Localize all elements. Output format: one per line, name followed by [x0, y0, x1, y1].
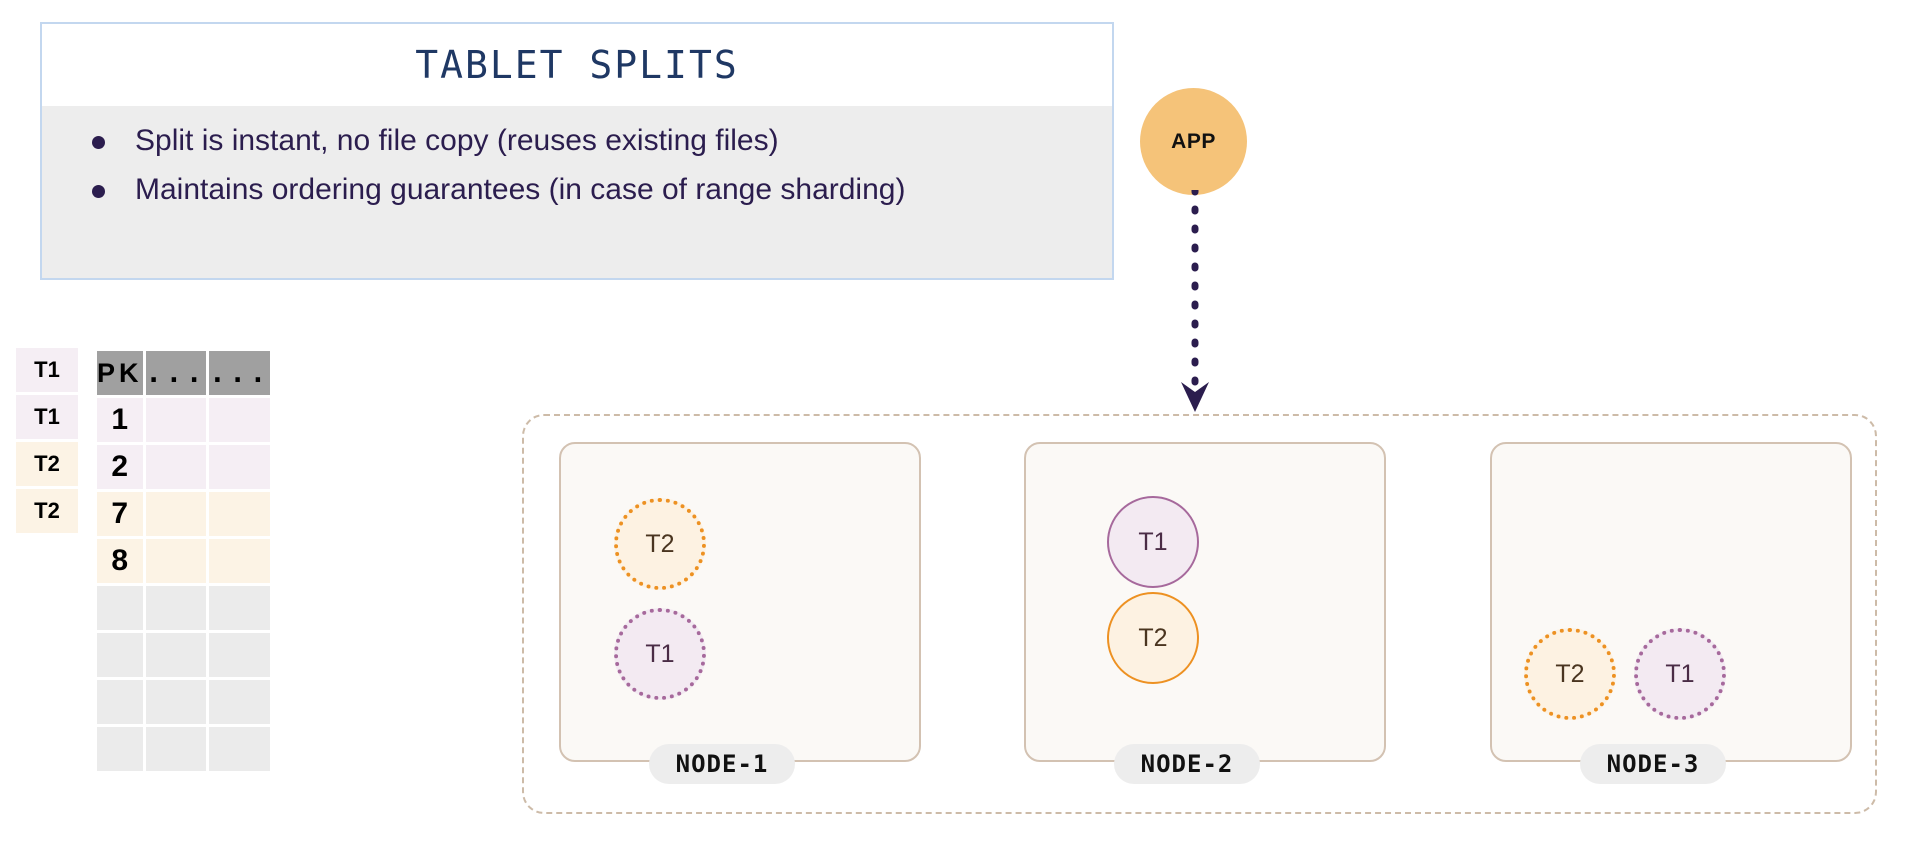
cell-empty — [209, 633, 271, 677]
table-row-empty — [97, 680, 271, 724]
column-header-ellipsis-1: ... — [145, 351, 207, 395]
cell-empty — [97, 727, 143, 771]
cell-empty — [145, 680, 207, 724]
bullet-dot-icon — [92, 184, 105, 198]
tablet-label: T2 — [1138, 623, 1168, 652]
tablet-tag: T1 — [16, 395, 78, 439]
cell-empty — [97, 586, 143, 630]
node-2-container — [1024, 442, 1386, 762]
cell-empty — [209, 727, 271, 771]
bullet-item: Maintains ordering guarantees (in case o… — [68, 169, 1086, 212]
table-row: 7 — [97, 492, 271, 536]
app-to-cluster-arrow-icon — [1181, 190, 1209, 412]
node-3-tablet-t1: T1 — [1634, 628, 1726, 720]
tablet-label: T1 — [1665, 659, 1695, 688]
table-row: 2 — [97, 445, 271, 489]
pk-table: PK ... ... 1 2 7 — [94, 348, 273, 774]
node-1-container — [559, 442, 921, 762]
table-head: PK ... ... — [97, 351, 271, 395]
column-header-pk: PK — [97, 351, 143, 395]
table-row-empty — [97, 586, 271, 630]
tablet-label: T2 — [645, 529, 675, 558]
info-card-body: Split is instant, no file copy (reuses e… — [42, 106, 1112, 278]
tablet-label: T2 — [1555, 659, 1585, 688]
cell-pk: 2 — [97, 445, 143, 489]
tablet-tag: T2 — [16, 442, 78, 486]
cluster-boundary: T2 T1 T1 T2 T2 T1 NODE-1 NODE-2 NODE-3 — [522, 414, 1877, 814]
node-1-tablet-t2: T2 — [614, 498, 706, 590]
node-1-label: NODE-1 — [649, 744, 795, 784]
cell-empty — [145, 727, 207, 771]
cell-empty — [97, 680, 143, 724]
table-row-empty — [97, 633, 271, 677]
bullet-dot-icon — [92, 136, 105, 149]
cell-empty — [209, 586, 271, 630]
cell-pk: 8 — [97, 539, 143, 583]
bullet-text: Split is instant, no file copy (reuses e… — [135, 124, 779, 157]
cell-col2 — [145, 492, 207, 536]
cell-col2 — [145, 398, 207, 442]
tablet-tag: T2 — [16, 489, 78, 533]
bullet-text: Maintains ordering guarantees (in case o… — [135, 172, 906, 206]
node-2-label: NODE-2 — [1114, 744, 1260, 784]
tablet-label: T1 — [645, 639, 675, 668]
table-row: 1 — [97, 398, 271, 442]
cell-col3 — [209, 445, 271, 489]
tablet-tag-column: T1 T1 T2 T2 — [16, 348, 78, 536]
app-label: APP — [1171, 129, 1216, 153]
table-row-empty — [97, 727, 271, 771]
tablet-label: T1 — [1138, 527, 1168, 556]
cell-empty — [209, 680, 271, 724]
cell-col2 — [145, 539, 207, 583]
node-2-tablet-t2: T2 — [1107, 592, 1199, 684]
cell-pk: 7 — [97, 492, 143, 536]
cell-col3 — [209, 492, 271, 536]
cell-col2 — [145, 445, 207, 489]
node-1-tablet-t1: T1 — [614, 608, 706, 700]
info-card: TABLET SPLITS Split is instant, no file … — [40, 22, 1114, 280]
cell-empty — [145, 633, 207, 677]
column-header-ellipsis-2: ... — [209, 351, 271, 395]
cell-empty — [97, 633, 143, 677]
tablet-tag: T1 — [16, 348, 78, 392]
table-header-row: PK ... ... — [97, 351, 271, 395]
table-body: 1 2 7 8 — [97, 398, 271, 771]
node-3-tablet-t2: T2 — [1524, 628, 1616, 720]
cell-col3 — [209, 398, 271, 442]
page-title: TABLET SPLITS — [42, 24, 1112, 106]
cell-pk: 1 — [97, 398, 143, 442]
table-row: 8 — [97, 539, 271, 583]
app-node: APP — [1140, 88, 1247, 195]
cell-col3 — [209, 539, 271, 583]
cell-empty — [145, 586, 207, 630]
node-3-label: NODE-3 — [1580, 744, 1726, 784]
bullet-item: Split is instant, no file copy (reuses e… — [68, 120, 1086, 163]
node-2-tablet-t1: T1 — [1107, 496, 1199, 588]
